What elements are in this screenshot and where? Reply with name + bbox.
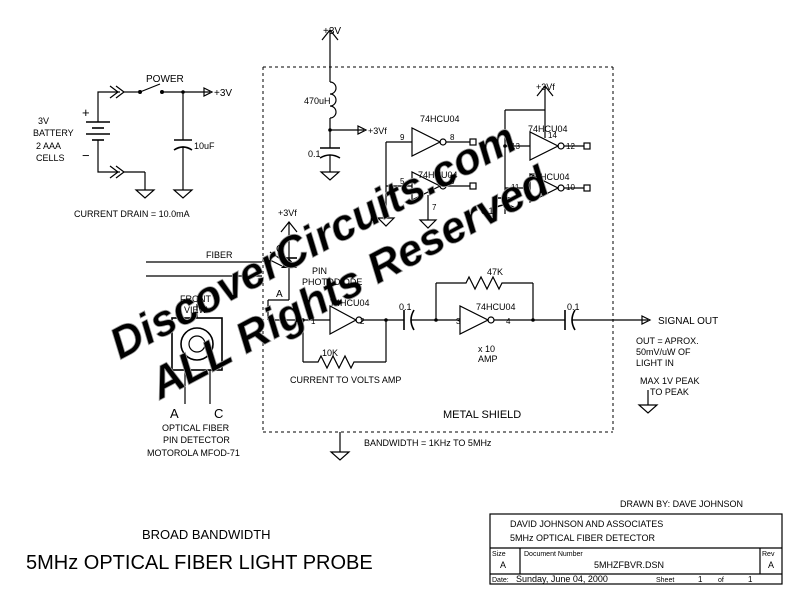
x10-amp [435,275,652,335]
label-cap-01-a: 0.1 [308,149,321,159]
power-section [86,83,214,199]
label-fiber: FIBER [206,250,233,260]
tb-date: Sunday, June 04, 2000 [516,574,608,584]
label-det-a: A [170,406,179,421]
tb-size: A [500,560,506,570]
label-out-1: OUT = APROX. [636,336,699,346]
fiber [146,261,262,277]
pin-4: 4 [506,317,511,326]
tb-size-label: Size [492,551,506,558]
label-cap-01-c: 0.1 [399,302,412,312]
pin-3: 3 [456,317,461,326]
pin-6: 6 [450,177,455,186]
pin-9: 9 [400,133,405,142]
photodiode [267,221,298,320]
label-3vf-c: +3Vf [278,208,297,218]
tb-docnum: 5MHZFBVR.DSN [594,560,664,570]
label-battery-2: BATTERY [33,128,74,138]
tb-of-label: of [718,577,724,584]
label-pd-a: A [276,289,283,300]
detector-front-view [171,304,223,404]
label-ic-e: 74HCU04 [330,298,370,308]
unused-gates [376,85,591,229]
tb-rev-label: Rev [762,551,775,558]
label-cap-01-b: 0.1 [481,206,494,216]
label-current-drain: CURRENT DRAIN = 10.0mA [74,209,190,219]
label-pd-c: C [276,244,283,255]
pin-14: 14 [548,131,557,140]
label-minus: − [82,148,90,163]
pin-8: 8 [450,133,455,142]
label-ic-b: 74HCU04 [418,170,458,180]
tb-sheet: 1 [698,575,703,584]
pin-7: 7 [432,203,437,212]
label-10k: 10K [322,348,338,358]
pin-12: 12 [566,142,575,151]
pin-1: 1 [311,317,316,326]
label-detector-1: OPTICAL FIBER [162,423,230,433]
main-title: 5MHz OPTICAL FIBER LIGHT PROBE [26,552,373,574]
tb-sheets: 1 [748,575,753,584]
label-front-view-2: VIEW [184,305,208,315]
tb-project: 5MHz OPTICAL FIBER DETECTOR [510,533,656,543]
title-block [489,513,783,585]
label-3v-power: +3V [214,88,232,99]
label-3v-top: +3V [323,26,341,37]
label-ic-d: 74HCU04 [530,172,570,182]
label-battery-1: 3V [38,116,49,126]
tb-rev: A [768,560,774,570]
label-metal-shield: METAL SHIELD [443,409,521,421]
label-detector-2: PIN DETECTOR [163,435,230,445]
label-pin-photodiode-2: PHOTODIODE [302,277,362,287]
label-det-c: C [214,406,223,421]
label-out-2: 50mV/uW OF [636,347,691,357]
pin-2: 2 [360,317,365,326]
label-amp-1: x 10 [478,344,495,354]
label-ctv-amp: CURRENT TO VOLTS AMP [290,375,401,385]
label-47k: 47K [487,267,503,277]
label-3vf-b: +3Vf [536,82,555,92]
label-detector-3: MOTOROLA MFOD-71 [147,448,240,458]
label-ic-f: 74HCU04 [476,302,516,312]
label-ic-a: 74HCU04 [420,114,460,124]
tb-company: DAVID JOHNSON AND ASSOCIATES [510,519,663,529]
pin-11: 11 [511,183,520,192]
label-10uf: 10uF [194,141,215,151]
pin-10: 10 [566,183,575,192]
label-3vf-a: +3Vf [368,126,387,136]
label-bandwidth: BANDWIDTH = 1KHz TO 5MHz [364,438,492,448]
label-amp-2: AMP [478,354,498,364]
label-max-2: TO PEAK [650,387,689,397]
label-front-view-1: FRONT [180,294,211,304]
label-broad-bandwidth: BROAD BANDWIDTH [142,527,271,542]
label-battery-3: 2 AAA [36,141,61,151]
label-out-3: LIGHT IN [636,358,674,368]
label-inductor: 470uH [304,96,331,106]
supply-filter [319,29,368,181]
label-plus: + [82,105,90,120]
label-battery-4: CELLS [36,153,65,163]
label-ic-c: 74HCU04 [528,124,568,134]
pin-5: 5 [400,177,405,186]
label-power: POWER [146,74,184,85]
pin-13: 13 [511,142,520,151]
tb-docnum-label: Document Number [524,551,583,558]
label-max-1: MAX 1V PEAK [640,376,700,386]
grounds [329,390,659,461]
tb-date-label: Date: [492,577,509,584]
metal-shield-box [262,66,614,433]
label-cap-01-d: 0.1 [567,302,580,312]
label-pin-photodiode-1: PIN [312,266,327,276]
label-signal-out: SIGNAL OUT [658,316,718,327]
label-drawn-by: DRAWN BY: DAVE JOHNSON [620,499,743,509]
tb-sheet-label: Sheet [656,577,674,584]
